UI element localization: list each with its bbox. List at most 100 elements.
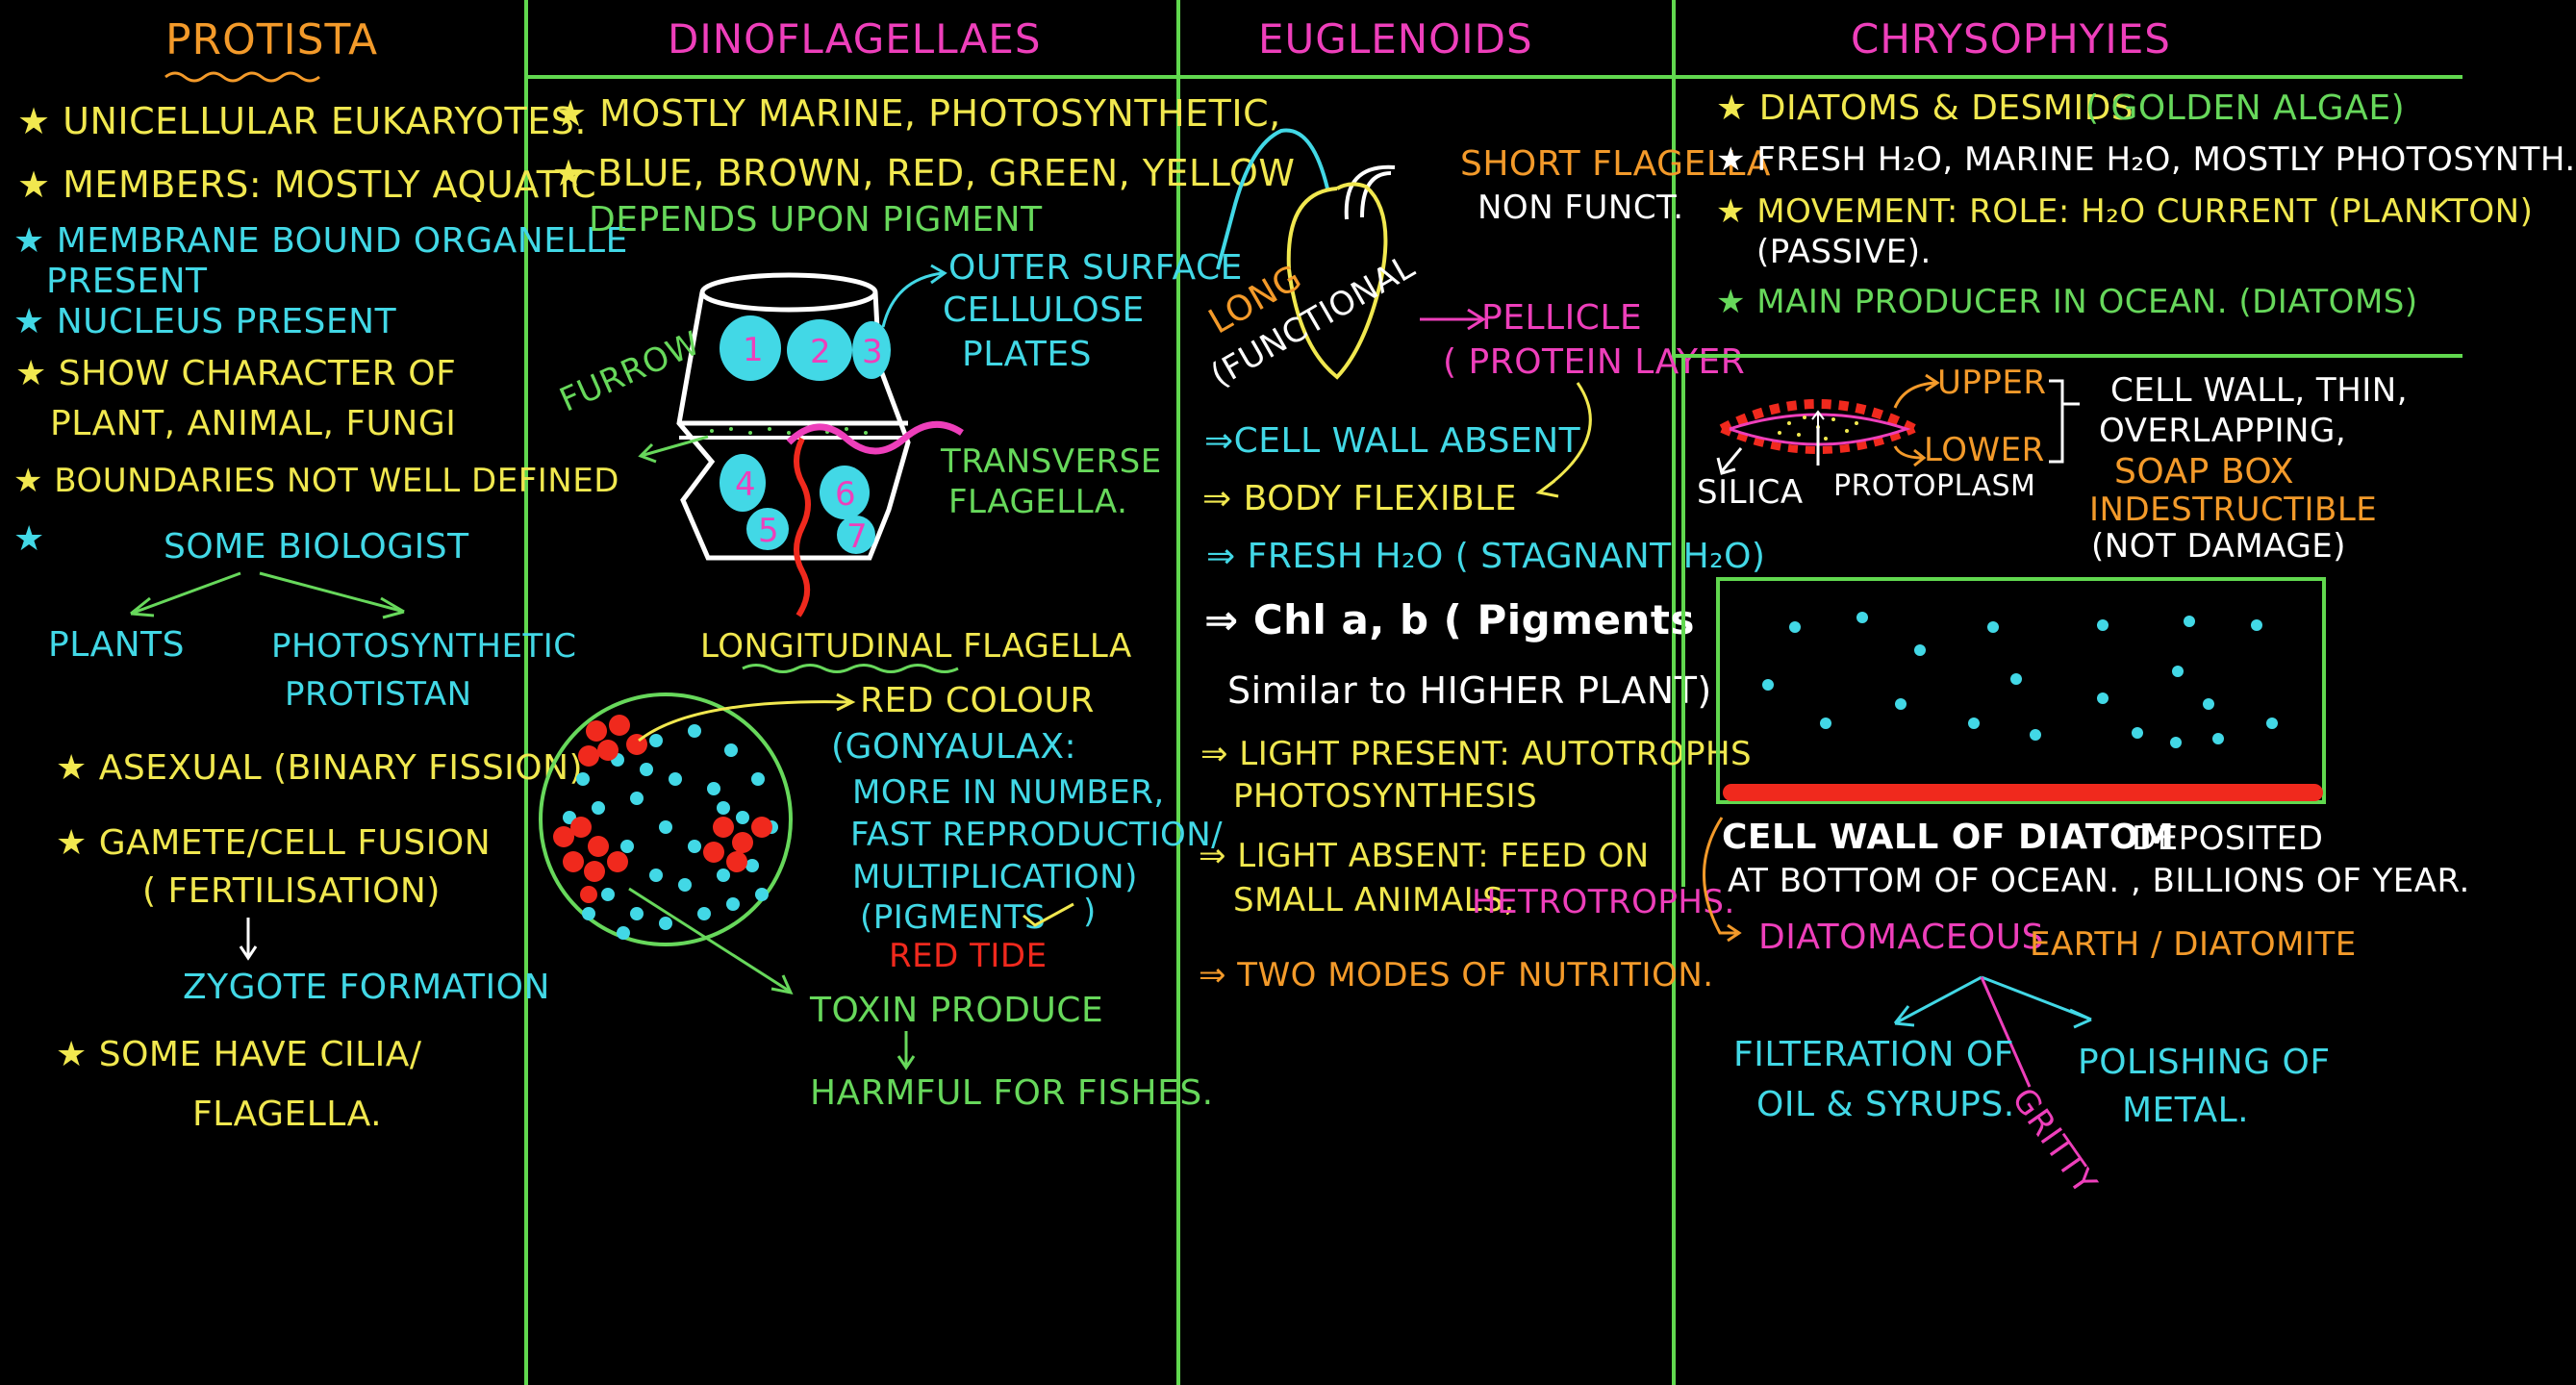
lower-label: LOWER: [1924, 431, 2045, 469]
transverse-label: TRANSVERSE: [941, 442, 1162, 481]
deposit-bracket: [1703, 817, 1742, 943]
cellulose-label: CELLULOSE: [943, 290, 1145, 330]
chl-pigments: ⇒ Chl a, b ( Pigments: [1204, 596, 1695, 643]
plate-number: 5: [758, 512, 780, 550]
red-colour-label: RED COLOUR: [860, 681, 1095, 720]
dino-line3: DEPENDS UPON PIGMENT: [589, 200, 1043, 239]
more-number-label: MORE IN NUMBER,: [852, 773, 1165, 812]
chryso-line1: ★ DIATOMS & DESMIDS: [1716, 88, 2134, 128]
protista-item: ★ SHOW CHARACTER OF: [15, 354, 457, 393]
protista-item: ★: [13, 519, 45, 559]
chryso-line4: ★ MAIN PRODUCER IN OCEAN. (DIATOMS): [1716, 283, 2418, 321]
pellicle-arrow: [1420, 308, 1486, 331]
chryso-golden-algae: ( GOLDEN ALGAE): [2085, 88, 2406, 128]
light-present: ⇒ LIGHT PRESENT: AUTOTROPHS: [1200, 735, 1753, 773]
divider-col-2: [1176, 0, 1180, 1385]
protista-zygote: ZYGOTE FORMATION: [183, 968, 550, 1007]
chryso-header: CHRYSOPHYIES: [1851, 15, 2171, 63]
fresh-water: ⇒ FRESH H₂O ( STAGNANT H₂O): [1206, 537, 1766, 576]
euglena-diagram: [1216, 128, 1396, 380]
branch-protistan: PROTISTAN: [285, 675, 472, 714]
pellicle-label: PELLICLE: [1481, 298, 1643, 338]
divider-col-1: [524, 0, 528, 1385]
branch-plants: PLANTS: [48, 625, 185, 665]
header-underline: [528, 75, 2462, 79]
dino-line2: ★ BLUE, BROWN, RED, GREEN, YELLOW: [552, 152, 1296, 194]
toxin-label: TOXIN PRODUCE: [810, 991, 1104, 1030]
similar-higher-plant: Similar to HIGHER PLANT): [1227, 669, 1712, 712]
hetrotrophs: HETROTROPHS.: [1472, 883, 1735, 921]
small-animals: SMALL ANIMALS,: [1233, 881, 1515, 919]
plates-label: PLATES: [962, 335, 1093, 374]
plate-number: 7: [846, 517, 869, 556]
dino-line1: ★ MOSTLY MARINE, PHOTOSYNTHETIC,: [554, 92, 1281, 135]
two-modes: ⇒ TWO MODES OF NUTRITION.: [1199, 956, 1714, 995]
down-arrow-icon: [897, 1031, 916, 1070]
overlapping-label: OVERLAPPING,: [2099, 412, 2347, 450]
oil-syrups-label: OIL & SYRUPS.: [1756, 1085, 2015, 1124]
protista-item: PRESENT: [46, 262, 208, 301]
not-damage-label: (NOT DAMAGE): [2091, 527, 2346, 566]
pigments-label: (PIGMENTS: [860, 898, 1047, 937]
protein-layer-label: ( PROTEIN LAYER: [1443, 342, 1746, 382]
protista-gamete: ★ GAMETE/CELL FUSION: [56, 823, 492, 863]
furrow-arrow: [638, 435, 709, 464]
longitudinal-label: LONGITUDINAL FLAGELLA: [700, 627, 1132, 666]
diatom-cell-diagram: [1719, 399, 1917, 454]
plate-number: 2: [810, 333, 832, 371]
protista-cilia: ★ SOME HAVE CILIA/: [56, 1035, 422, 1074]
protista-fertilisation: ( FERTILISATION): [142, 871, 441, 911]
cell-wall-absent: ⇒CELL WALL ABSENT: [1204, 421, 1581, 461]
chryso-line2: ★ FRESH H₂O, MARINE H₂O, MOSTLY PHOTOSYN…: [1716, 140, 2576, 179]
plate-number: 3: [862, 333, 884, 371]
divider-col-3: [1672, 0, 1676, 1385]
protista-item: ★ MEMBERS: MOSTLY AQUATIC: [17, 164, 597, 206]
light-absent: ⇒ LIGHT ABSENT: FEED ON: [1199, 837, 1650, 875]
short-flagella-label: SHORT FLAGELLA: [1460, 144, 1771, 184]
plate-number: 1: [743, 331, 765, 369]
diatomite-label: EARTH / DIATOMITE: [2030, 925, 2357, 964]
toxin-arrow: [628, 887, 794, 995]
ocean-diatoms: [1723, 612, 2323, 801]
protista-item: ★ NUCLEUS PRESENT: [13, 302, 397, 341]
chryso-passive: (PASSIVE).: [1756, 233, 1932, 271]
polishing-label: POLISHING OF: [2078, 1043, 2331, 1082]
cell-wall-thin: CELL WALL, THIN,: [2110, 371, 2409, 410]
body-flexible: ⇒ BODY FLEXIBLE: [1202, 479, 1517, 518]
filteration-label: FILTERATION OF: [1733, 1035, 2014, 1074]
eugl-header: EUGLENOIDS: [1258, 15, 1533, 63]
plate-number: 6: [835, 475, 857, 514]
dinoflagellate-diagram: [676, 272, 964, 617]
protista-item: ★ UNICELLULAR EUKARYOTES.: [17, 100, 587, 142]
transverse-flagella-label: FLAGELLA.: [948, 483, 1128, 521]
photosynthesis-label: PHOTOSYNTHESIS: [1233, 777, 1538, 816]
biologist-branch-arrows: [130, 571, 405, 619]
multiplication-label: MULTIPLICATION): [852, 858, 1138, 896]
diatom-panel-border: [1676, 354, 2462, 887]
longitudinal-underline: [742, 664, 959, 673]
metal-label: METAL.: [2122, 1091, 2250, 1130]
protoplasm-label: PROTOPLASM: [1833, 469, 2036, 503]
protista-header-squiggle: [164, 71, 320, 83]
outer-surface-arrow: [881, 264, 947, 328]
deposited-label: DEPOSITED: [2132, 819, 2324, 858]
bottom-ocean-label: AT BOTTOM OF OCEAN. , BILLIONS OF YEAR.: [1728, 862, 2470, 900]
protista-item: ★ BOUNDARIES NOT WELL DEFINED: [13, 462, 619, 500]
pigments-close: ): [1083, 893, 1097, 931]
uses-branch-arrows: [1893, 975, 2092, 1088]
gonyaulax-label: (GONYAULAX:: [831, 727, 1077, 767]
deposit-title: CELL WALL OF DIATOM: [1722, 818, 2175, 857]
plate-number: 4: [735, 466, 757, 504]
protista-item: SOME BIOLOGIST: [164, 527, 469, 567]
red-colour-arrow: [638, 692, 856, 743]
protista-flagella: FLAGELLA.: [192, 1095, 383, 1134]
branch-photosynthetic: PHOTOSYNTHETIC: [271, 627, 577, 666]
down-arrow-icon: [239, 918, 258, 961]
dino-header: DINOFLAGELLAES: [668, 15, 1042, 63]
red-tide-population: [539, 692, 793, 946]
silica-label: SILICA: [1697, 473, 1804, 512]
soap-box-label: SOAP BOX: [2114, 452, 2295, 491]
upper-label: UPPER: [1937, 364, 2047, 402]
diatomaceous-label: DIATOMACEOUS: [1758, 918, 2044, 957]
non-func-label: NON FUNCT.: [1477, 189, 1684, 227]
